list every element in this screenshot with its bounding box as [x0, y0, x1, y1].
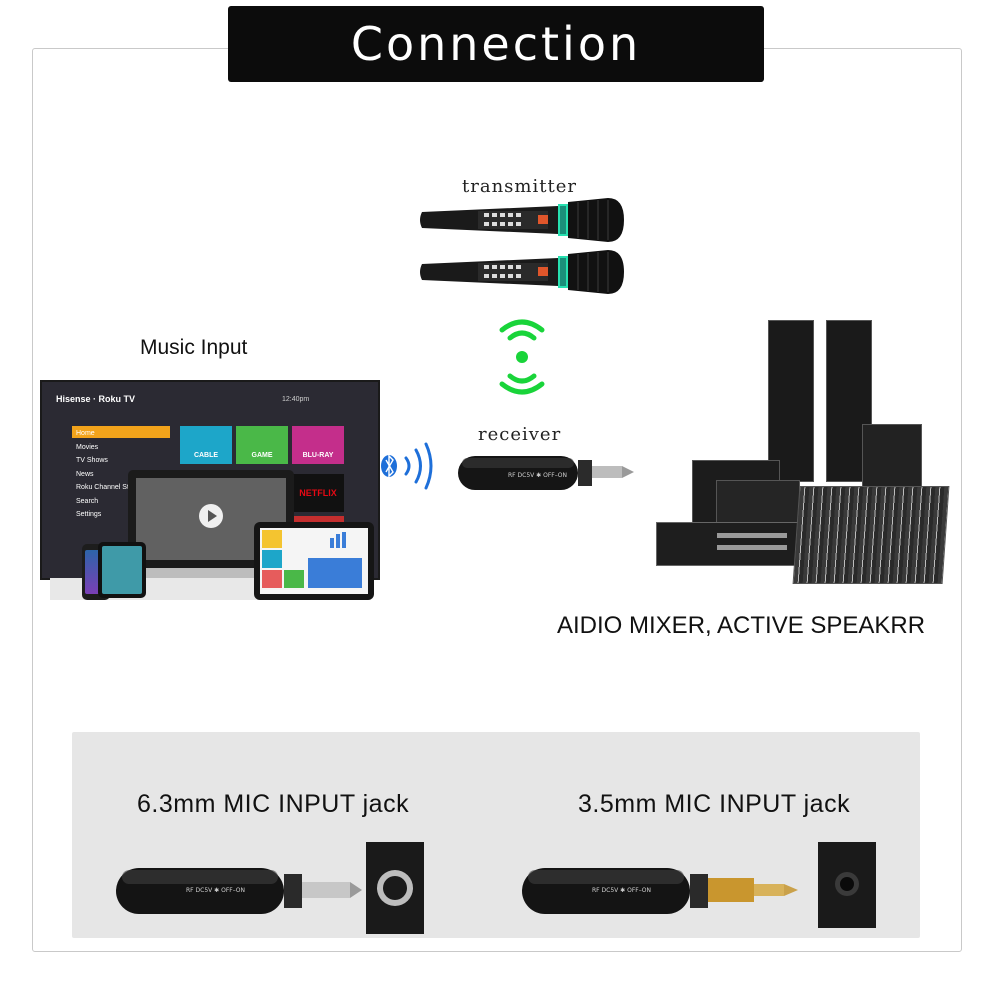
jack-35-label: 3.5mm MIC INPUT jack: [578, 790, 851, 818]
receiver-3-5mm-adapter: RF DC5V ✱ OFF–ON: [522, 868, 798, 914]
tv-brand: Hisense · Roku TV: [56, 394, 136, 404]
tv-menu-item[interactable]: Roku Channel Store: [76, 484, 140, 491]
receiver-6-3mm-plug: RF DC5V ✱ OFF–ON: [116, 868, 362, 914]
speaker-cabinet: [716, 480, 800, 528]
tv-menu-item[interactable]: Search: [76, 497, 99, 505]
quarter-inch-jack-socket: [366, 842, 424, 934]
transmitter-label: transmitter: [462, 176, 577, 197]
tv-tile-cable[interactable]: CABLE: [180, 426, 232, 464]
mini-jack-socket: [818, 842, 876, 928]
microphone-icon: [420, 198, 624, 242]
tv-menu-item[interactable]: Settings: [76, 511, 102, 518]
receiver-marking: RF DC5V ✱ OFF–ON: [508, 472, 567, 479]
receiver-device: RF DC5V ✱ OFF–ON: [458, 456, 634, 490]
tv-menu-item[interactable]: Movies: [76, 443, 99, 451]
tv-tile-netflix[interactable]: NETFLIX: [292, 474, 344, 512]
svg-text:RF DC5V ✱ OFF–ON: RF DC5V ✱ OFF–ON: [592, 887, 651, 894]
receiver-label: receiver: [478, 424, 562, 445]
speaker-tower: [768, 320, 814, 482]
bluetooth-icon: [381, 442, 433, 490]
tv-tile-bluray[interactable]: BLU-RAY: [292, 426, 344, 464]
tv-tile-game[interactable]: GAME: [236, 426, 288, 464]
music-input-label: Music Input: [140, 336, 248, 359]
mixer-speaker-label: AIDIO MIXER, ACTIVE SPEAKRR: [557, 612, 926, 639]
microphone-icon: [420, 250, 624, 294]
jack-63-label: 6.3mm MIC INPUT jack: [137, 790, 410, 818]
tablet-large: [254, 522, 374, 600]
audio-mixer: [792, 486, 950, 584]
wireless-signal-icon: [499, 319, 545, 395]
tablet: [98, 542, 146, 598]
tv-menu-item[interactable]: Home: [76, 430, 95, 437]
tv-clock: 12:40pm: [282, 396, 310, 403]
tv-menu-item[interactable]: News: [76, 470, 94, 478]
tv-menu-item[interactable]: TV Shows: [76, 457, 108, 464]
svg-text:RF DC5V ✱ OFF–ON: RF DC5V ✱ OFF–ON: [186, 887, 245, 894]
speaker-cabinet: [862, 424, 922, 490]
page-title: Connection: [228, 6, 764, 82]
